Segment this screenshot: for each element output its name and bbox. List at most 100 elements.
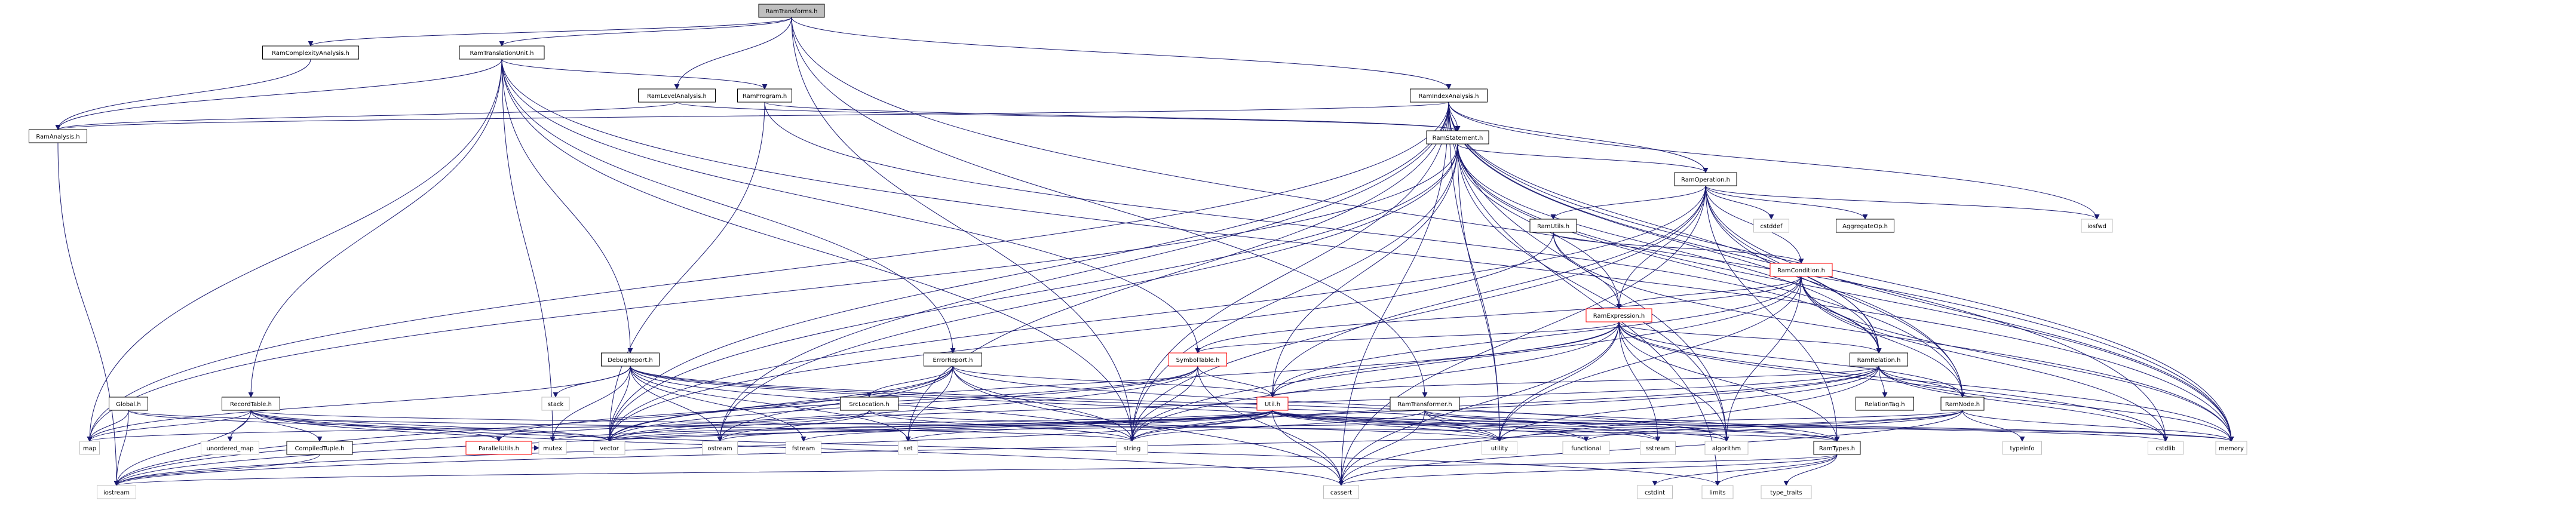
node-parallelutils-h[interactable]: ParallelUtils.h <box>465 441 532 455</box>
node-ramlevelanalysis-h[interactable]: RamLevelAnalysis.h <box>638 88 716 103</box>
node-box <box>1770 263 1833 277</box>
node-label: set <box>903 446 912 452</box>
edge-ramnode-h-to-functional <box>1583 410 1963 442</box>
node-label: RamIndexAnalysis.h <box>1419 93 1479 100</box>
node-label: RamExpression.h <box>1593 313 1645 320</box>
node-ramexpression-h[interactable]: RamExpression.h <box>1586 308 1652 322</box>
node-box <box>262 45 359 60</box>
node-ramtransformer-h[interactable]: RamTransformer.h <box>1390 397 1460 411</box>
edge-ramcondition-h-to-ramnode-h <box>1801 276 1965 398</box>
node-cstddef: cstddef <box>1753 219 1789 233</box>
edge-ramtransformer-h-to-utility <box>1424 410 1502 442</box>
node-ramanalysis-h[interactable]: RamAnalysis.h <box>29 129 87 143</box>
node-ramstatement-h[interactable]: RamStatement.h <box>1426 130 1489 145</box>
node-ramrelation-h[interactable]: RamRelation.h <box>1850 352 1908 367</box>
node-symboltable-h[interactable]: SymbolTable.h <box>1169 352 1227 367</box>
edge-ramlevelanalysis-h-to-ramanalysis-h <box>55 102 677 130</box>
node-ramutils-h[interactable]: RamUtils.h <box>1529 219 1577 233</box>
node-label: Global.h <box>116 401 140 408</box>
edge-ramstatement-h-to-ramoperation-h <box>1457 143 1709 173</box>
edge-errorreport-h-to-vector <box>606 365 953 442</box>
node-box <box>1856 397 1914 411</box>
edge-ramnode-h-to-iostream <box>114 410 1963 486</box>
node-box <box>541 397 570 411</box>
edge-util-h-to-string <box>1129 410 1273 442</box>
node-box <box>737 88 792 103</box>
node-label: RamLevelAnalysis.h <box>647 93 707 100</box>
node-box <box>840 397 898 411</box>
node-box <box>1116 441 1148 455</box>
edge-util-h-to-algorithm <box>1272 410 1729 442</box>
edge-ramprogram-h-to-ramstatement-h <box>764 102 1461 131</box>
node-errorreport-h[interactable]: ErrorReport.h <box>924 352 982 367</box>
node-string: string <box>1116 441 1148 455</box>
node-label: stack <box>548 401 564 408</box>
node-label: iosfwd <box>2087 223 2106 230</box>
edge-srclocation-h-to-utility <box>869 410 1502 442</box>
node-box <box>97 485 136 499</box>
node-sstream: sstream <box>1640 441 1676 455</box>
node-label: RamStatement.h <box>1433 135 1483 142</box>
node-label: cassert <box>1330 490 1352 496</box>
node-label: iostream <box>103 490 130 496</box>
edge-ramoperation-h-to-ramnode-h <box>1705 185 1965 398</box>
node-box <box>638 88 716 103</box>
edge-util-h-to-ramtypes-h <box>1272 410 1840 442</box>
edge-debugreport-h-to-sstream <box>630 365 1661 442</box>
edge-ramoperation-h-to-memory <box>1705 185 2234 442</box>
edge-ramoperation-h-to-cassert <box>1338 185 1706 486</box>
edge-ramtransforms-h-to-ramtranslationunit-h <box>499 17 792 47</box>
node-ramtransforms-h[interactable]: RamTransforms.h <box>758 4 825 18</box>
node-label: DebugReport.h <box>608 357 653 364</box>
edge-ramstatement-h-to-algorithm <box>1457 143 1729 442</box>
edge-ramcondition-h-to-algorithm <box>1724 276 1802 442</box>
node-ramnode-h[interactable]: RamNode.h <box>1940 397 1985 411</box>
edge-ramutils-h-to-vector <box>606 232 1554 442</box>
node-box <box>1323 485 1359 499</box>
edge-util-h-to-cassert <box>1272 410 1344 486</box>
edge-ramcondition-h-to-symboltable-h <box>1195 276 1802 354</box>
node-ramtypes-h[interactable]: RamTypes.h <box>1813 441 1861 455</box>
node-debugreport-h[interactable]: DebugReport.h <box>601 352 660 367</box>
node-ramcomplexityanalysis-h[interactable]: RamComplexityAnalysis.h <box>262 45 359 60</box>
node-ramindexanalysis-h[interactable]: RamIndexAnalysis.h <box>1410 88 1488 103</box>
edge-ramoperation-h-to-iosfwd <box>1705 185 2100 220</box>
node-functional: functional <box>1562 441 1610 455</box>
node-box <box>465 441 532 455</box>
node-ramprogram-h[interactable]: RamProgram.h <box>737 88 792 103</box>
edge-ramtransformer-h-to-string <box>1129 410 1425 442</box>
node-ramoperation-h[interactable]: RamOperation.h <box>1674 172 1737 186</box>
node-ramcondition-h[interactable]: RamCondition.h <box>1770 263 1833 277</box>
node-box <box>222 397 280 411</box>
node-box <box>2215 441 2247 455</box>
edge-ramoperation-h-to-cstddef <box>1705 185 1774 220</box>
edge-errorreport-h-to-ostream <box>717 365 953 442</box>
node-unordered-map: unordered_map <box>201 441 259 455</box>
node-box <box>1761 485 1812 499</box>
node-label: sstream <box>1646 446 1670 452</box>
node-aggregateop-h[interactable]: AggregateOp.h <box>1836 219 1894 233</box>
edge-ramtransformer-h-to-functional <box>1424 410 1589 442</box>
edge-recordtable-h-to-unordered-map <box>227 410 252 442</box>
edge-debugreport-h-to-mutex <box>550 365 631 442</box>
node-ramtranslationunit-h[interactable]: RamTranslationUnit.h <box>459 45 545 60</box>
node-label: RamUtils.h <box>1537 223 1569 230</box>
node-srclocation-h[interactable]: SrcLocation.h <box>840 397 898 411</box>
edge-util-h-to-iostream <box>114 410 1273 486</box>
edge-ramindexanalysis-h-to-string <box>1129 102 1449 442</box>
edge-compiledtuple-h-to-iostream <box>114 454 320 486</box>
edge-ramtypes-h-to-cstdint <box>1652 454 1838 486</box>
node-util-h[interactable]: Util.h <box>1256 397 1289 411</box>
edge-ramtranslationunit-h-to-mutex <box>501 59 556 442</box>
node-label: RamTransformer.h <box>1397 401 1452 408</box>
node-set: set <box>898 441 918 455</box>
node-recordtable-h[interactable]: RecordTable.h <box>222 397 280 411</box>
node-compiledtuple-h[interactable]: CompiledTuple.h <box>286 441 353 455</box>
node-global-h[interactable]: Global.h <box>109 397 148 411</box>
edge-ramrelation-h-to-util-h <box>1269 365 1879 398</box>
edge-ramindexanalysis-h-to-memory <box>1448 102 2234 442</box>
node-label: ostream <box>707 446 732 452</box>
edge-ramexpression-h-to-cstdlib <box>1618 321 2169 442</box>
node-label: RamProgram.h <box>743 93 787 100</box>
node-relationtag-h[interactable]: RelationTag.h <box>1856 397 1914 411</box>
